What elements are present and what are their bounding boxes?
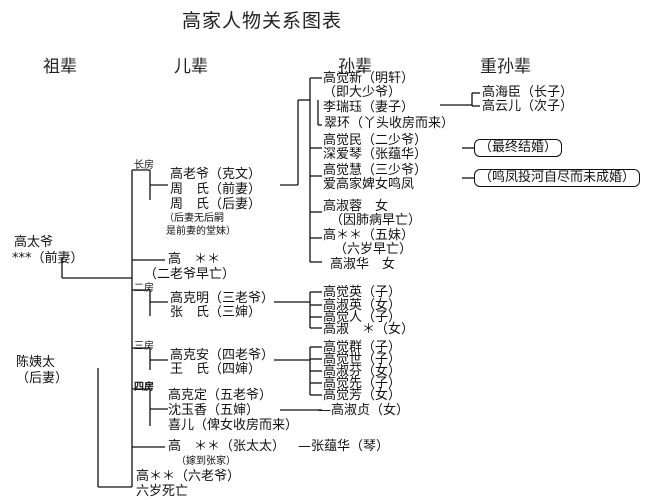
shurong-note: （因肺病早亡） [330, 213, 422, 228]
mingfeng-note: （鸣凤投河自尽而未成婚） [474, 169, 641, 187]
gao-juemin: 高觉民（二少爷） [323, 133, 428, 148]
zhou-second-wife: 周 氏（后妻） [170, 197, 262, 212]
third-branch-child: 高觉先（子） [323, 376, 402, 391]
juehui-love: 爱高家婢女鸣凤 [323, 177, 415, 192]
first-branch-note-2: 是前妻的堂妹） [166, 226, 236, 237]
daughter-note: （嫁到张家） [176, 456, 236, 467]
header-grandparents: 祖辈 [43, 57, 77, 77]
shen-yuxiang: 沈玉香（五婶） [168, 403, 260, 418]
second-branch-child: 高淑 ＊（女） [323, 322, 415, 337]
third-branch-child: 高淑芬（女） [323, 364, 402, 379]
gao-shurong: 高淑蓉 女 [323, 199, 389, 214]
second-son: 高 ＊＊ [168, 252, 221, 267]
branch-third-label: 三房 [134, 341, 154, 352]
sixth-son: 高＊＊（六老爷） [136, 469, 241, 484]
fifth-sister-note: （六岁早亡） [334, 242, 413, 257]
header-grandchildren: 孙辈 [338, 57, 372, 77]
second-branch-child: 高觉英（子） [323, 285, 402, 300]
sixth-son-note: 六岁死亡 [136, 484, 189, 499]
li-ruijue: 李瑞珏（妻子） [323, 100, 415, 115]
gao-keming: 高克明（三老爷） [170, 291, 275, 306]
gao-yuner: 高云儿（次子） [482, 99, 574, 114]
branch-first-label: 长房 [134, 160, 154, 171]
cuihuan: 翠环（丫头收房而来） [324, 116, 455, 131]
wang-wife: 王 氏（四婶） [170, 362, 262, 377]
third-branch-child: 高觉芳（女） [323, 388, 402, 403]
header-great-grandchildren: 重孙辈 [480, 57, 531, 77]
gao-juexin: 高觉新（明轩） [323, 71, 415, 86]
gao-shuzhen: —高淑贞（女） [318, 403, 410, 418]
chen-yitai: 陈姨太 [16, 355, 56, 370]
zhou-first-wife: 周 氏（前妻） [170, 182, 262, 197]
first-branch-note-1: （后妻无后嗣 [164, 213, 224, 224]
gao-taiye: 高太爷 [14, 235, 54, 250]
gao-haichen: 高海臣（长子） [482, 85, 574, 100]
gao-taiye-first-wife: ***（前妻） [12, 251, 84, 266]
second-branch-child: 高淑英（女） [323, 298, 402, 313]
branch-second-label: 二房 [134, 283, 154, 294]
chen-yitai-note: （后妻） [16, 371, 69, 386]
zhang-yunhua: —张蕴华（琴） [298, 439, 390, 454]
xier: 喜儿（俾女收房而来） [168, 418, 299, 433]
second-branch-child: 高觉人（子） [323, 310, 402, 325]
gao-daughter: 高 ＊＊（张太太） [168, 439, 286, 454]
gao-laoye: 高老爷（克文） [170, 167, 262, 182]
juemin-marriage-note: （最终结婚） [474, 139, 563, 157]
gao-keding: 高克定（五老爷） [168, 388, 273, 403]
third-branch-child: 高觉世（子） [323, 352, 402, 367]
zhang-wife: 张 氏（三婶） [170, 305, 262, 320]
gao-juehui: 高觉慧（三少爷） [323, 163, 428, 178]
gao-kean: 高克安（四老爷） [170, 348, 275, 363]
third-branch-child: 高觉群（子） [323, 340, 402, 355]
gao-shuhua: 高淑华 女 [330, 257, 396, 272]
fifth-sister: 高＊＊（五妹） [323, 228, 415, 243]
diagram-title: 高家人物关系图表 [182, 10, 343, 32]
juemin-love: 深爱琴（张蕴华） [323, 147, 428, 162]
second-son-note: （二老爷早亡） [144, 267, 236, 282]
juexin-note: （即大少爷） [323, 85, 402, 100]
branch-fourth-label: 四房 [134, 382, 154, 393]
header-children: 儿辈 [174, 57, 208, 77]
